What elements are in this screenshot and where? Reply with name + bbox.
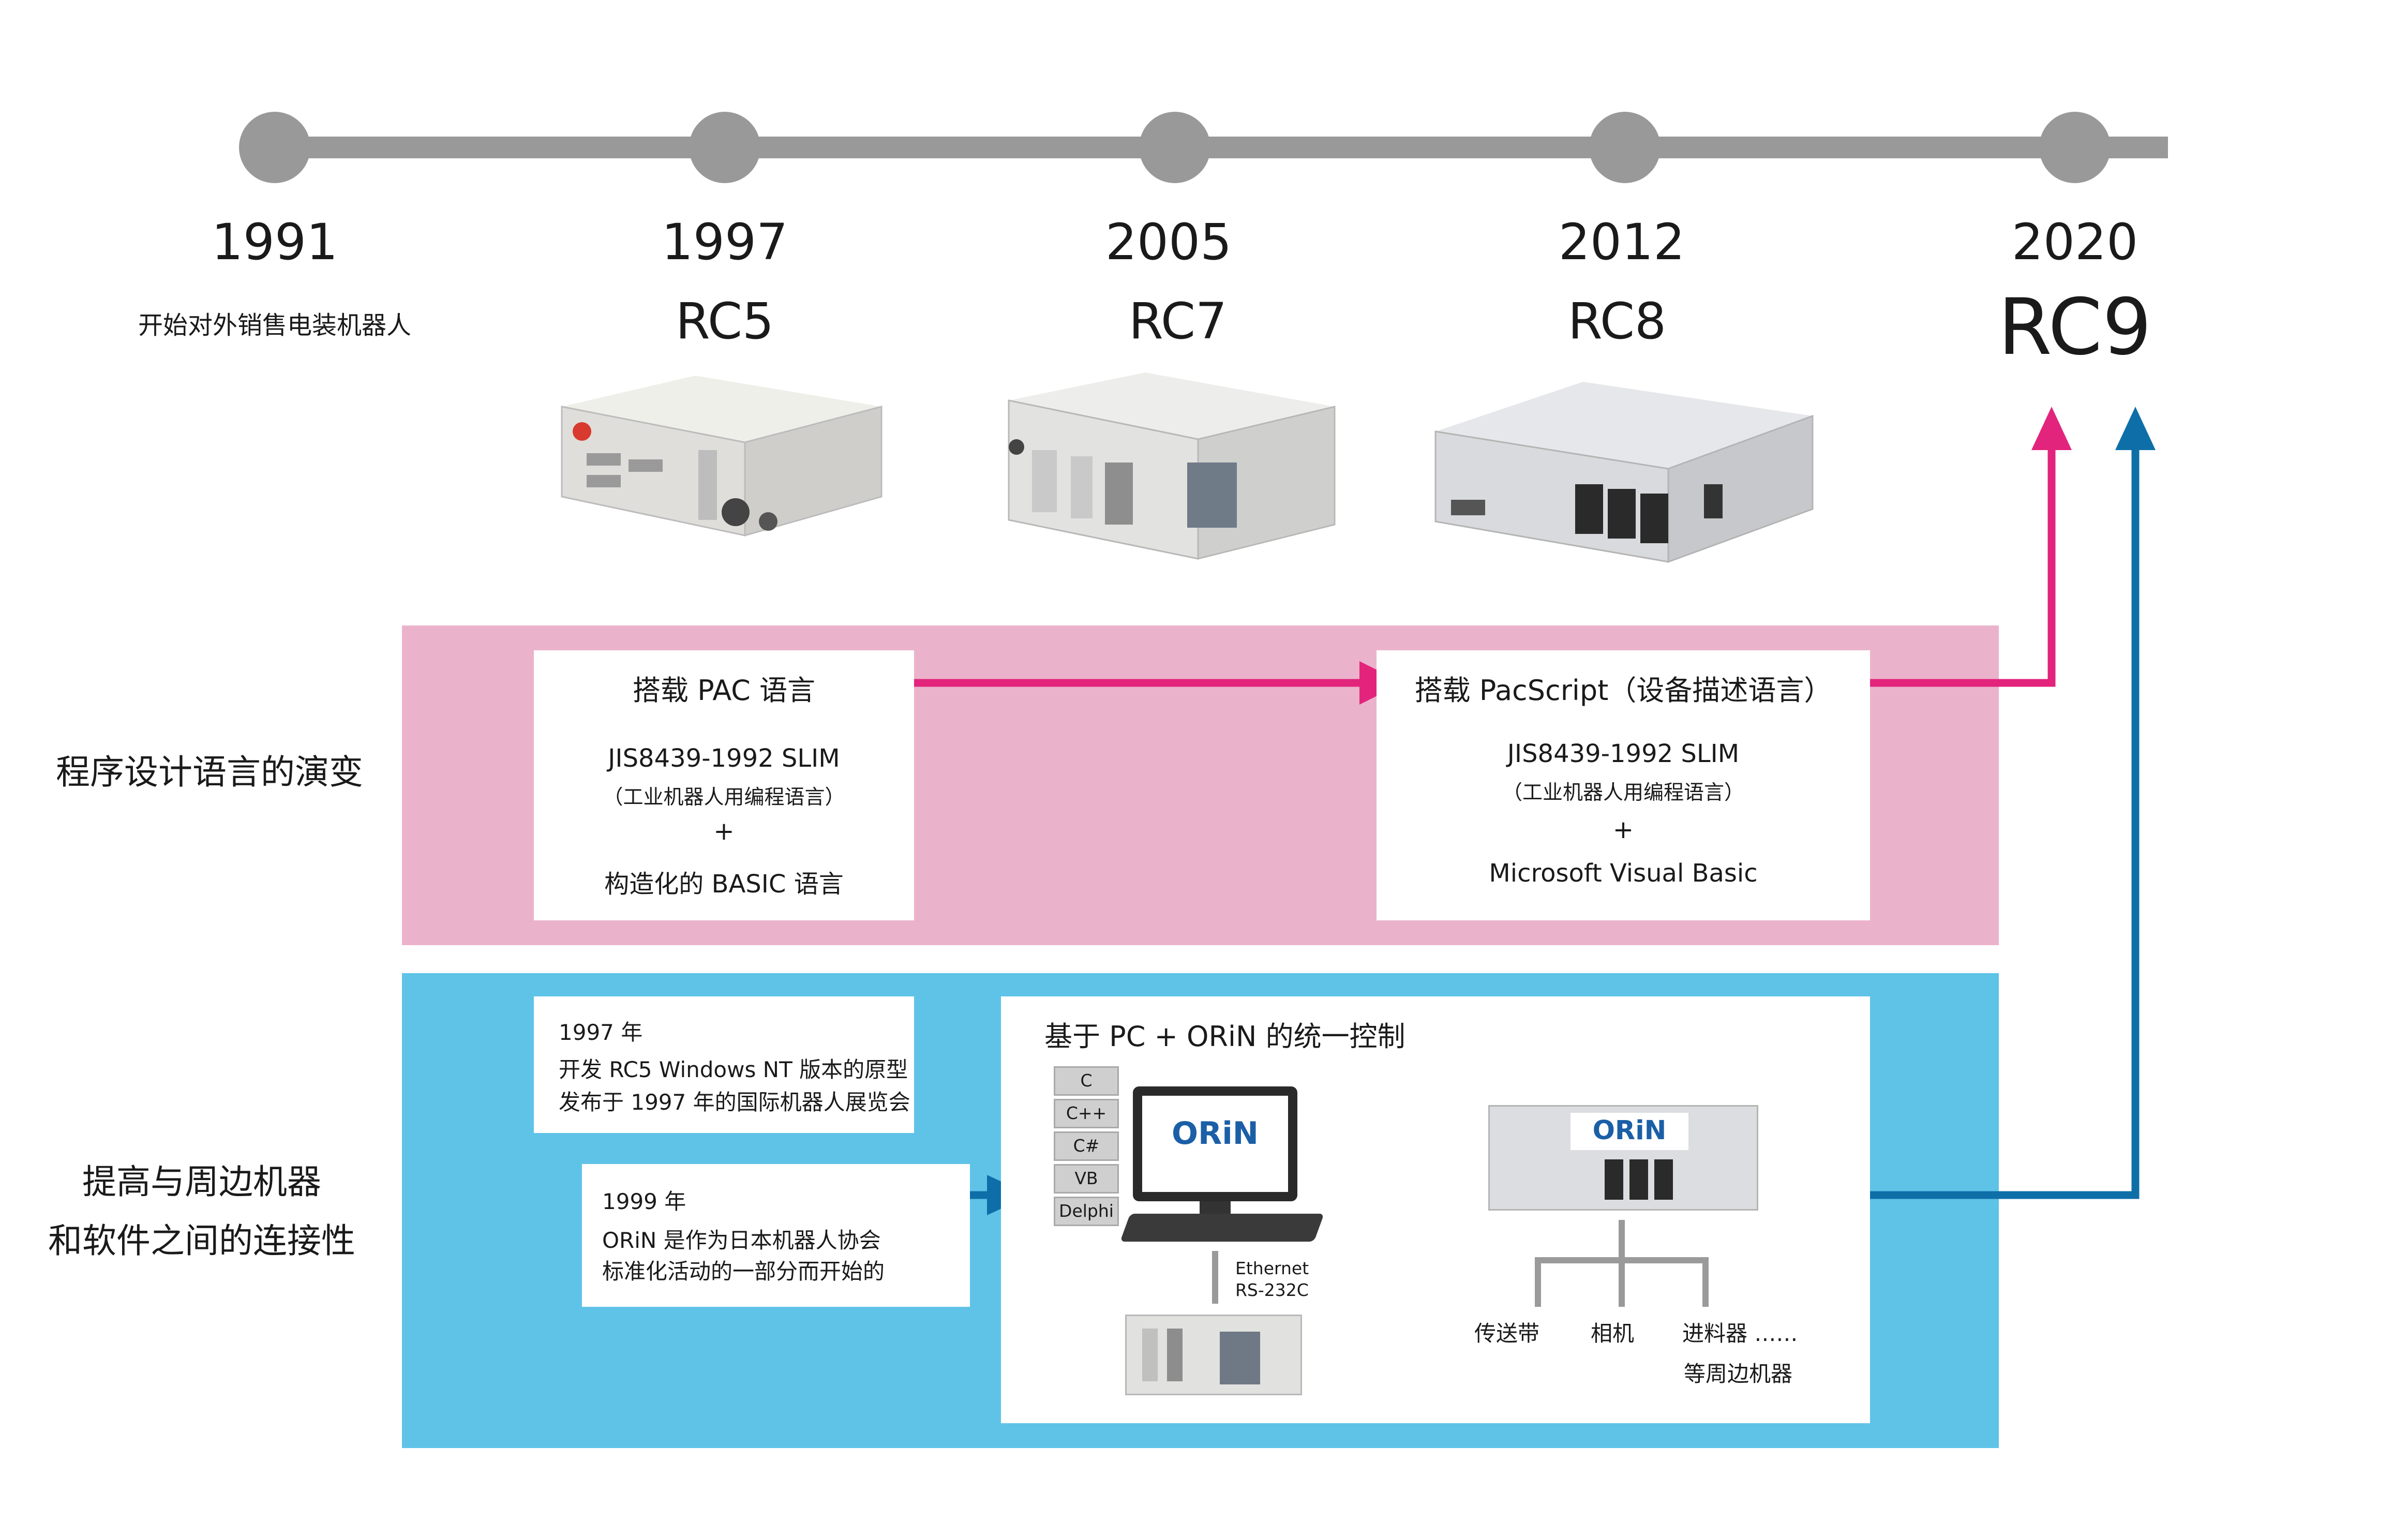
rc8-controller-image — [1434, 382, 1814, 563]
blue-arrow-to-rc9 — [1805, 442, 2140, 1199]
note-1997-line1: 开发 RC5 Windows NT 版本的原型 — [559, 1058, 908, 1083]
device-feeder: 进料器 …… — [1682, 1322, 1798, 1347]
pink-arrow-to-rc9 — [1850, 442, 2056, 687]
pacscript-box-title: 搭载 PacScript（设备描述语言） — [1414, 675, 1832, 708]
pacscript-box-plus: + — [1612, 815, 1634, 844]
pc-monitor: ORiN — [1133, 1086, 1297, 1201]
language-vb: VB — [1054, 1164, 1119, 1194]
model-rc9: RC9 — [1998, 282, 2152, 372]
note-1999-year: 1999 年 — [602, 1190, 686, 1215]
link-line — [1212, 1251, 1218, 1304]
small-controller-image — [1125, 1315, 1302, 1395]
link-ethernet: Ethernet — [1235, 1259, 1309, 1279]
rc7-controller-image — [1008, 372, 1336, 560]
pacscript-box-line1: JIS8439-1992 SLIM — [1507, 739, 1740, 768]
year-2005: 2005 — [1105, 213, 1232, 272]
language-delphi: Delphi — [1054, 1197, 1119, 1226]
language-row-label: 程序设计语言的演变 — [55, 754, 363, 793]
monitor-stand — [1200, 1201, 1231, 1214]
pac-language-box: 搭载 PAC 语言 JIS8439-1992 SLIM （工业机器人用编程语言）… — [534, 650, 914, 920]
timeline-node-2005 — [1139, 112, 1210, 183]
pac-box-plus: + — [713, 816, 735, 846]
orin-logo-controller: ORiN — [1571, 1113, 1688, 1150]
pac-box-line3: 构造化的 BASIC 语言 — [604, 869, 844, 899]
timeline-node-1997 — [689, 112, 760, 183]
note-1997-box: 1997 年 开发 RC5 Windows NT 版本的原型 发布于 1997 … — [534, 996, 914, 1133]
timeline-node-2012 — [1589, 112, 1661, 183]
note-1999-line2: 标准化活动的一部分而开始的 — [602, 1260, 885, 1285]
pacscript-language-box: 搭载 PacScript（设备描述语言） JIS8439-1992 SLIM （… — [1377, 650, 1870, 920]
pac-box-title: 搭载 PAC 语言 — [632, 675, 816, 708]
language-csharp: C# — [1054, 1131, 1119, 1161]
device-camera: 相机 — [1591, 1322, 1634, 1347]
pacscript-box-line2: （工业机器人用编程语言） — [1502, 782, 1744, 806]
note-1997-year: 1997 年 — [559, 1021, 643, 1046]
pac-box-line2: （工业机器人用编程语言） — [603, 787, 845, 810]
timeline-node-1991 — [239, 112, 310, 183]
note-1997-line2: 发布于 1997 年的国际机器人展览会 — [559, 1091, 910, 1116]
device-tree-trunk — [1619, 1220, 1625, 1307]
link-rs232c: RS-232C — [1235, 1280, 1309, 1301]
year-2020: 2020 — [2011, 213, 2138, 272]
device-conveyor: 传送带 — [1474, 1322, 1539, 1347]
note-1999-box: 1999 年 ORiN 是作为日本机器人协会 标准化活动的一部分而开始的 — [582, 1164, 970, 1307]
model-rc7: RC7 — [1128, 292, 1228, 351]
language-stack: C C++ C# VB Delphi — [1054, 1066, 1119, 1226]
pac-box-line1: JIS8439-1992 SLIM — [608, 743, 840, 773]
device-tree-bar — [1535, 1257, 1709, 1263]
monitor-screen: ORiN — [1142, 1096, 1288, 1192]
devices-note: 等周边机器 — [1684, 1363, 1792, 1388]
timeline-node-2020 — [2039, 112, 2111, 183]
connectivity-row-label-2: 和软件之间的连接性 — [48, 1223, 355, 1262]
keyboard — [1120, 1214, 1324, 1242]
connectivity-row-label-1: 提高与周边机器 — [82, 1164, 321, 1203]
year-1997: 1997 — [661, 213, 788, 272]
orin-logo-monitor: ORiN — [1172, 1114, 1259, 1152]
model-rc8: RC8 — [1567, 292, 1667, 351]
note-1991: 开始对外销售电装机器人 — [138, 310, 411, 340]
orin-unified-control-panel: 基于 PC + ORiN 的统一控制 C C++ C# VB Delphi OR… — [1001, 996, 1870, 1423]
note-1999-line1: ORiN 是作为日本机器人协会 — [602, 1229, 881, 1254]
model-rc5: RC5 — [675, 292, 774, 351]
year-1991: 1991 — [211, 213, 338, 272]
pacscript-box-line3: Microsoft Visual Basic — [1489, 858, 1758, 888]
language-cpp: C++ — [1054, 1099, 1119, 1128]
orin-controller-image: ORiN — [1488, 1105, 1758, 1211]
timeline-bar — [273, 137, 2168, 158]
language-c: C — [1054, 1066, 1119, 1096]
year-2012: 2012 — [1558, 213, 1685, 272]
rc5-controller-image — [561, 376, 883, 536]
orin-panel-title: 基于 PC + ORiN 的统一控制 — [1044, 1021, 1405, 1054]
